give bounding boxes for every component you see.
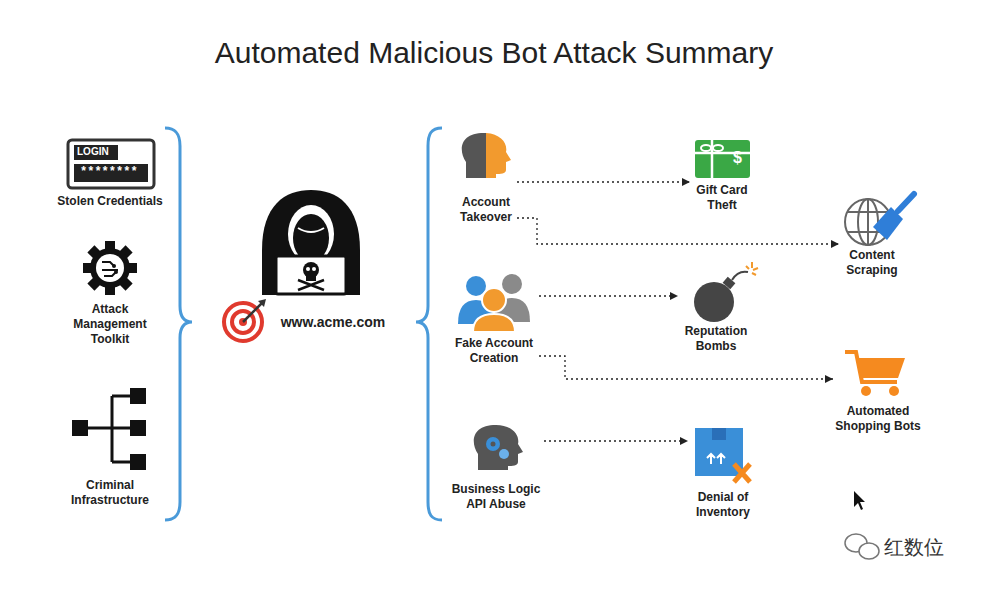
icon-node: Gift Card Theft [690,138,754,213]
people-icon [458,274,530,332]
login-icon [68,140,154,188]
icon-node: Automated Shopping Bots [833,345,923,434]
watermark: 红数位 [884,536,944,558]
node-label: Automated Shopping Bots [833,404,923,434]
mouse-cursor [854,491,865,510]
split-head-icon [462,133,511,178]
dotted-arrow [544,440,688,441]
hacker-icon [262,190,360,295]
node-label: Reputation Bombs [678,324,754,354]
node-label: Criminal Infrastructure [64,478,156,508]
right-bracket [416,128,442,520]
icon-node: Criminal Infrastructure [64,388,156,508]
node-label: Attack Management Toolkit [68,302,152,347]
icon-node: Business Logic API Abuse [448,425,544,512]
box-cross-icon [695,428,750,482]
diagram-title: Automated Malicious Bot Attack Summary [0,36,988,70]
left-bracket [165,128,192,520]
icon-node: Fake Account Creation [449,272,539,366]
node-label: www.acme.com [276,313,390,331]
wechat-icon [845,534,879,559]
dotted-arrow [539,295,678,296]
target-icon [224,299,266,341]
network-tree-icon [72,388,146,470]
dotted-arrow [517,181,690,182]
node-label: Account Takeover [455,195,517,225]
icon-text: $ [733,149,742,167]
icon-node: www.acme.com [276,313,390,331]
gear-icon [83,241,137,295]
node-label: Fake Account Creation [449,336,539,366]
icon-text: ******** [80,166,138,179]
icon-node: Content Scraping [839,192,905,278]
node-label: Gift Card Theft [690,183,754,213]
icon-node: Attack Management Toolkit [68,240,152,347]
icon-text: LOGIN [77,146,109,157]
dotted-arrow [539,356,833,379]
gift-card-icon [695,140,750,178]
node-label: Denial of Inventory [688,490,758,520]
icon-node: Reputation Bombs [678,264,754,354]
icon-node: Account Takeover [455,133,517,225]
node-label: Content Scraping [839,248,905,278]
icon-node: Denial of Inventory [688,425,758,520]
globe-brush-icon [845,194,914,245]
bomb-icon [694,262,758,322]
node-label: Stolen Credentials [50,194,170,209]
gear-head-icon [474,425,523,470]
shopping-cart-icon [845,352,905,396]
dotted-arrow [517,218,839,244]
node-label: Business Logic API Abuse [448,482,544,512]
